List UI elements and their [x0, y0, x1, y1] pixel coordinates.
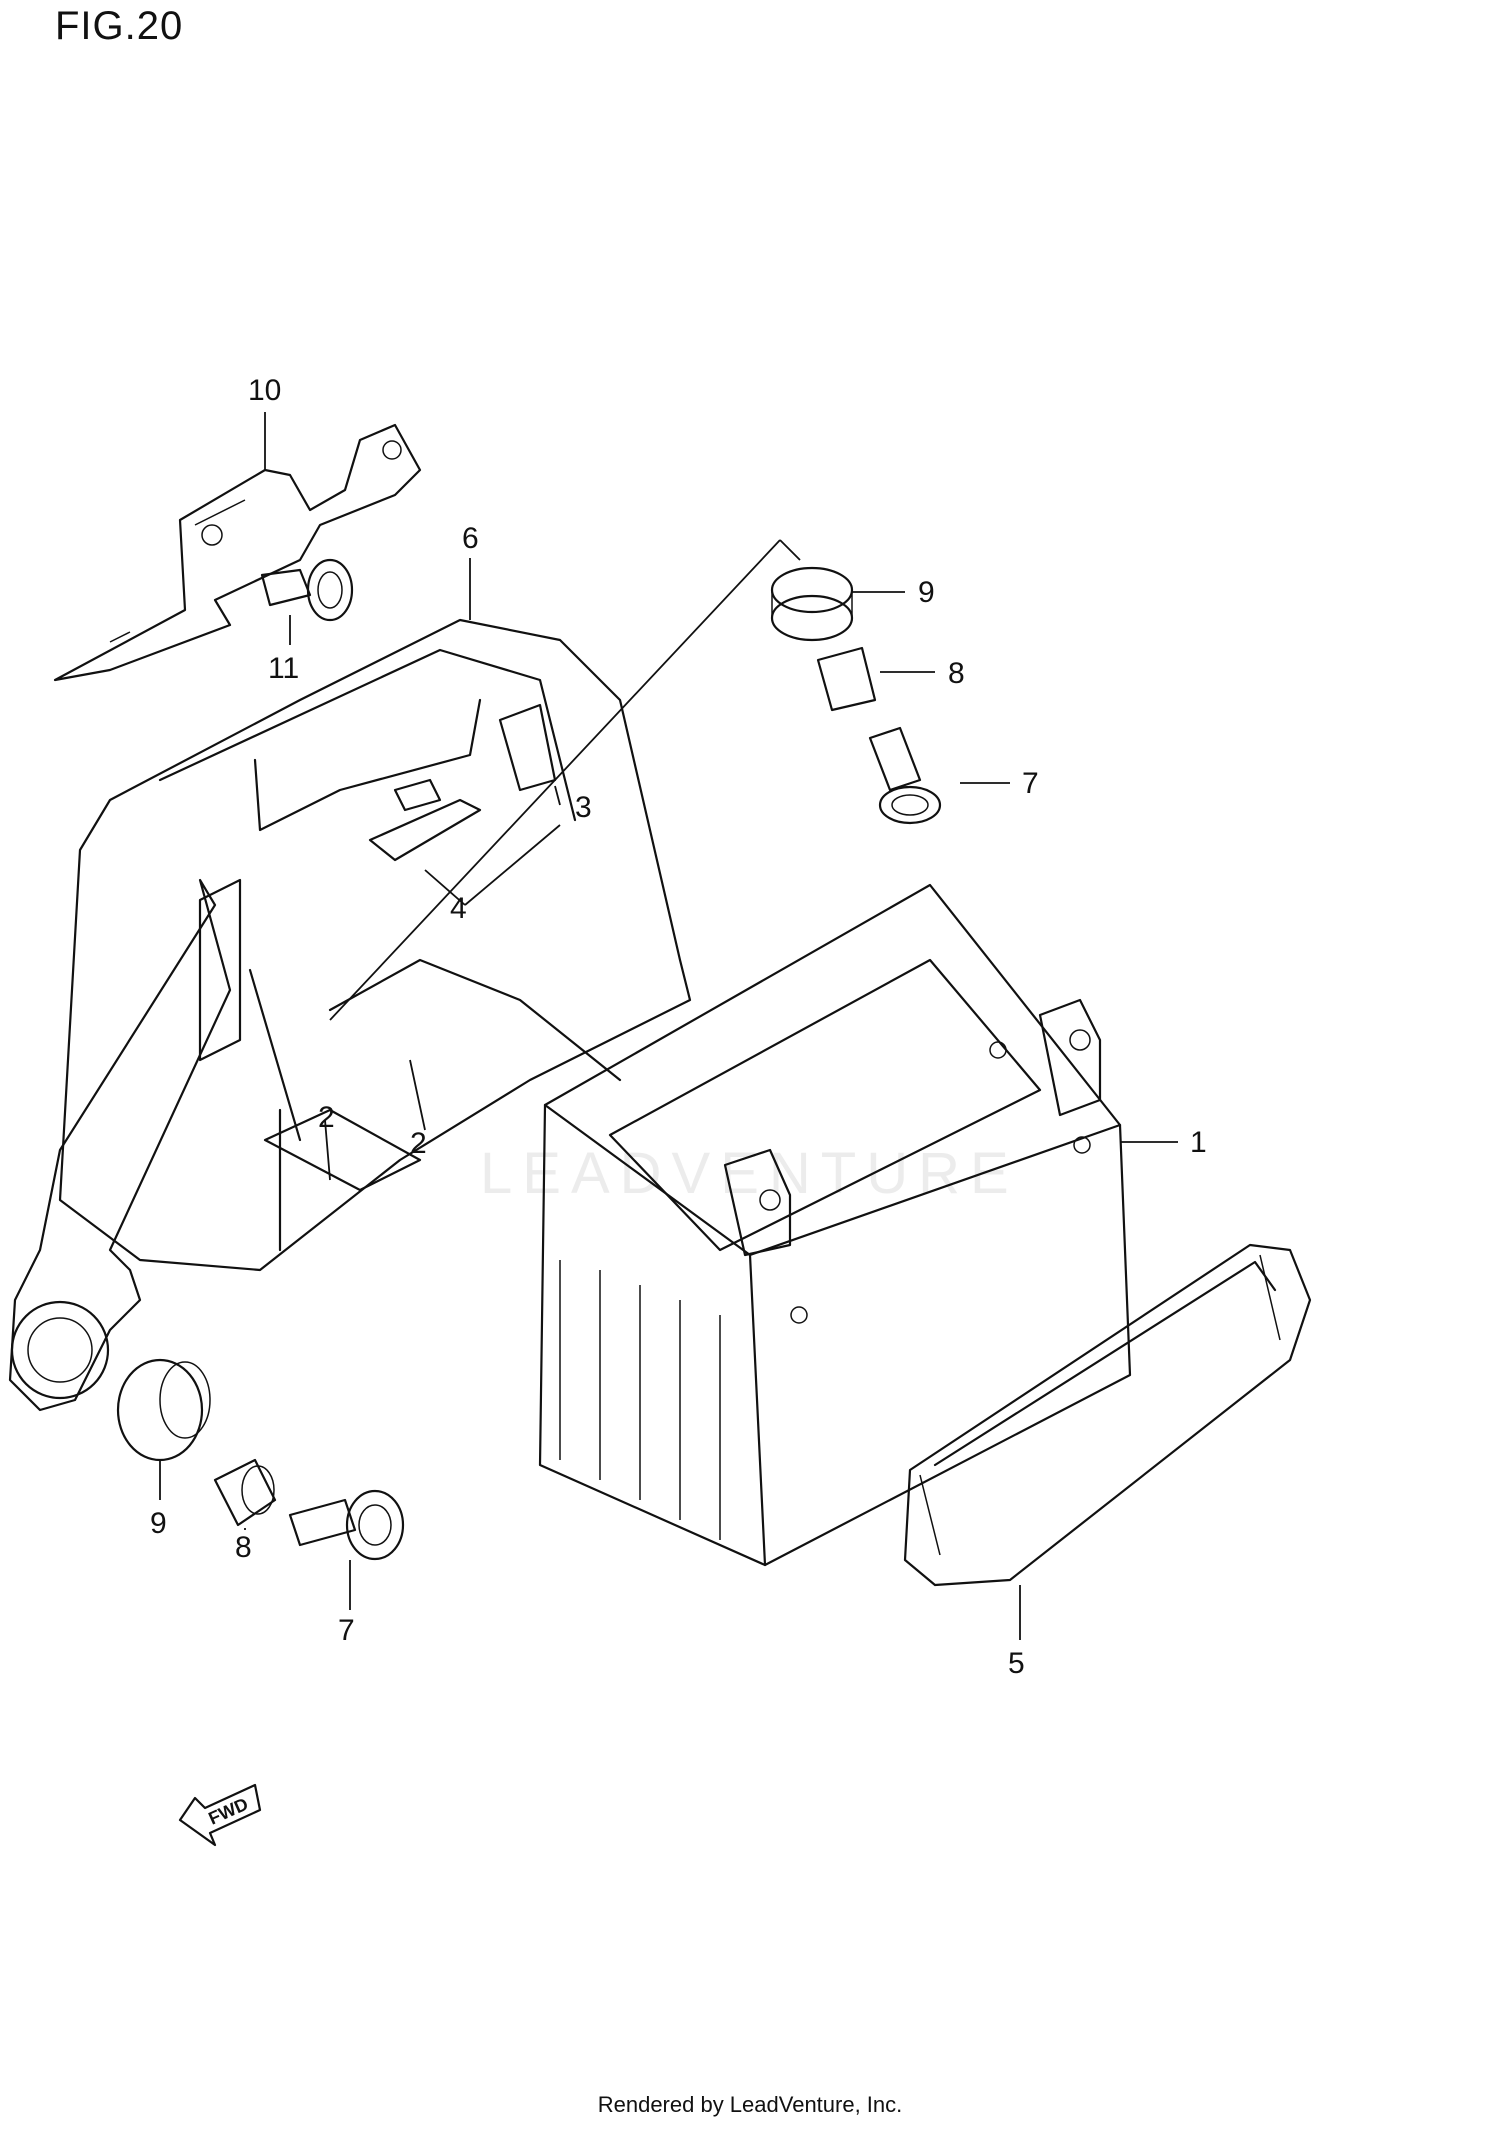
callout-10: 10 [248, 374, 281, 407]
callout-9-right: 9 [918, 576, 935, 609]
callout-8-right: 8 [948, 657, 965, 690]
part-6-battery-case [58, 618, 692, 1272]
footer-credit: Rendered by LeadVenture, Inc. [597, 2092, 903, 2117]
callout-3: 3 [575, 791, 592, 824]
case-mount-arm [8, 878, 232, 1412]
callout-7-left: 7 [338, 1614, 355, 1647]
left-collar-8 [213, 1458, 277, 1527]
callout-9-left: 9 [150, 1507, 167, 1540]
part-3-4-clips [368, 703, 557, 862]
figure-title: FIG.20 [55, 4, 184, 48]
right-grommet-9 [770, 566, 854, 642]
right-collar-8 [816, 646, 877, 712]
left-bolt-7 [288, 1489, 405, 1561]
part-5-battery-strap [903, 1243, 1312, 1587]
callout-11: 11 [268, 652, 299, 685]
callout-5: 5 [1008, 1647, 1025, 1680]
callout-7-right: 7 [1022, 767, 1039, 800]
callout-6: 6 [462, 522, 479, 555]
leader-lines [159, 412, 1178, 1640]
part-1-battery [538, 883, 1132, 1567]
left-grommet-9 [116, 1358, 211, 1462]
part-10-bracket [53, 423, 422, 682]
callout-4: 4 [450, 892, 467, 925]
fwd-arrow-icon [178, 1783, 262, 1847]
callout-2-center: 2 [410, 1127, 427, 1160]
callout-2-left: 2 [318, 1101, 335, 1134]
callout-1: 1 [1190, 1126, 1207, 1159]
right-bolt-7 [868, 726, 942, 825]
callout-8-left: 8 [235, 1531, 252, 1564]
part-11-bolt [260, 558, 354, 622]
